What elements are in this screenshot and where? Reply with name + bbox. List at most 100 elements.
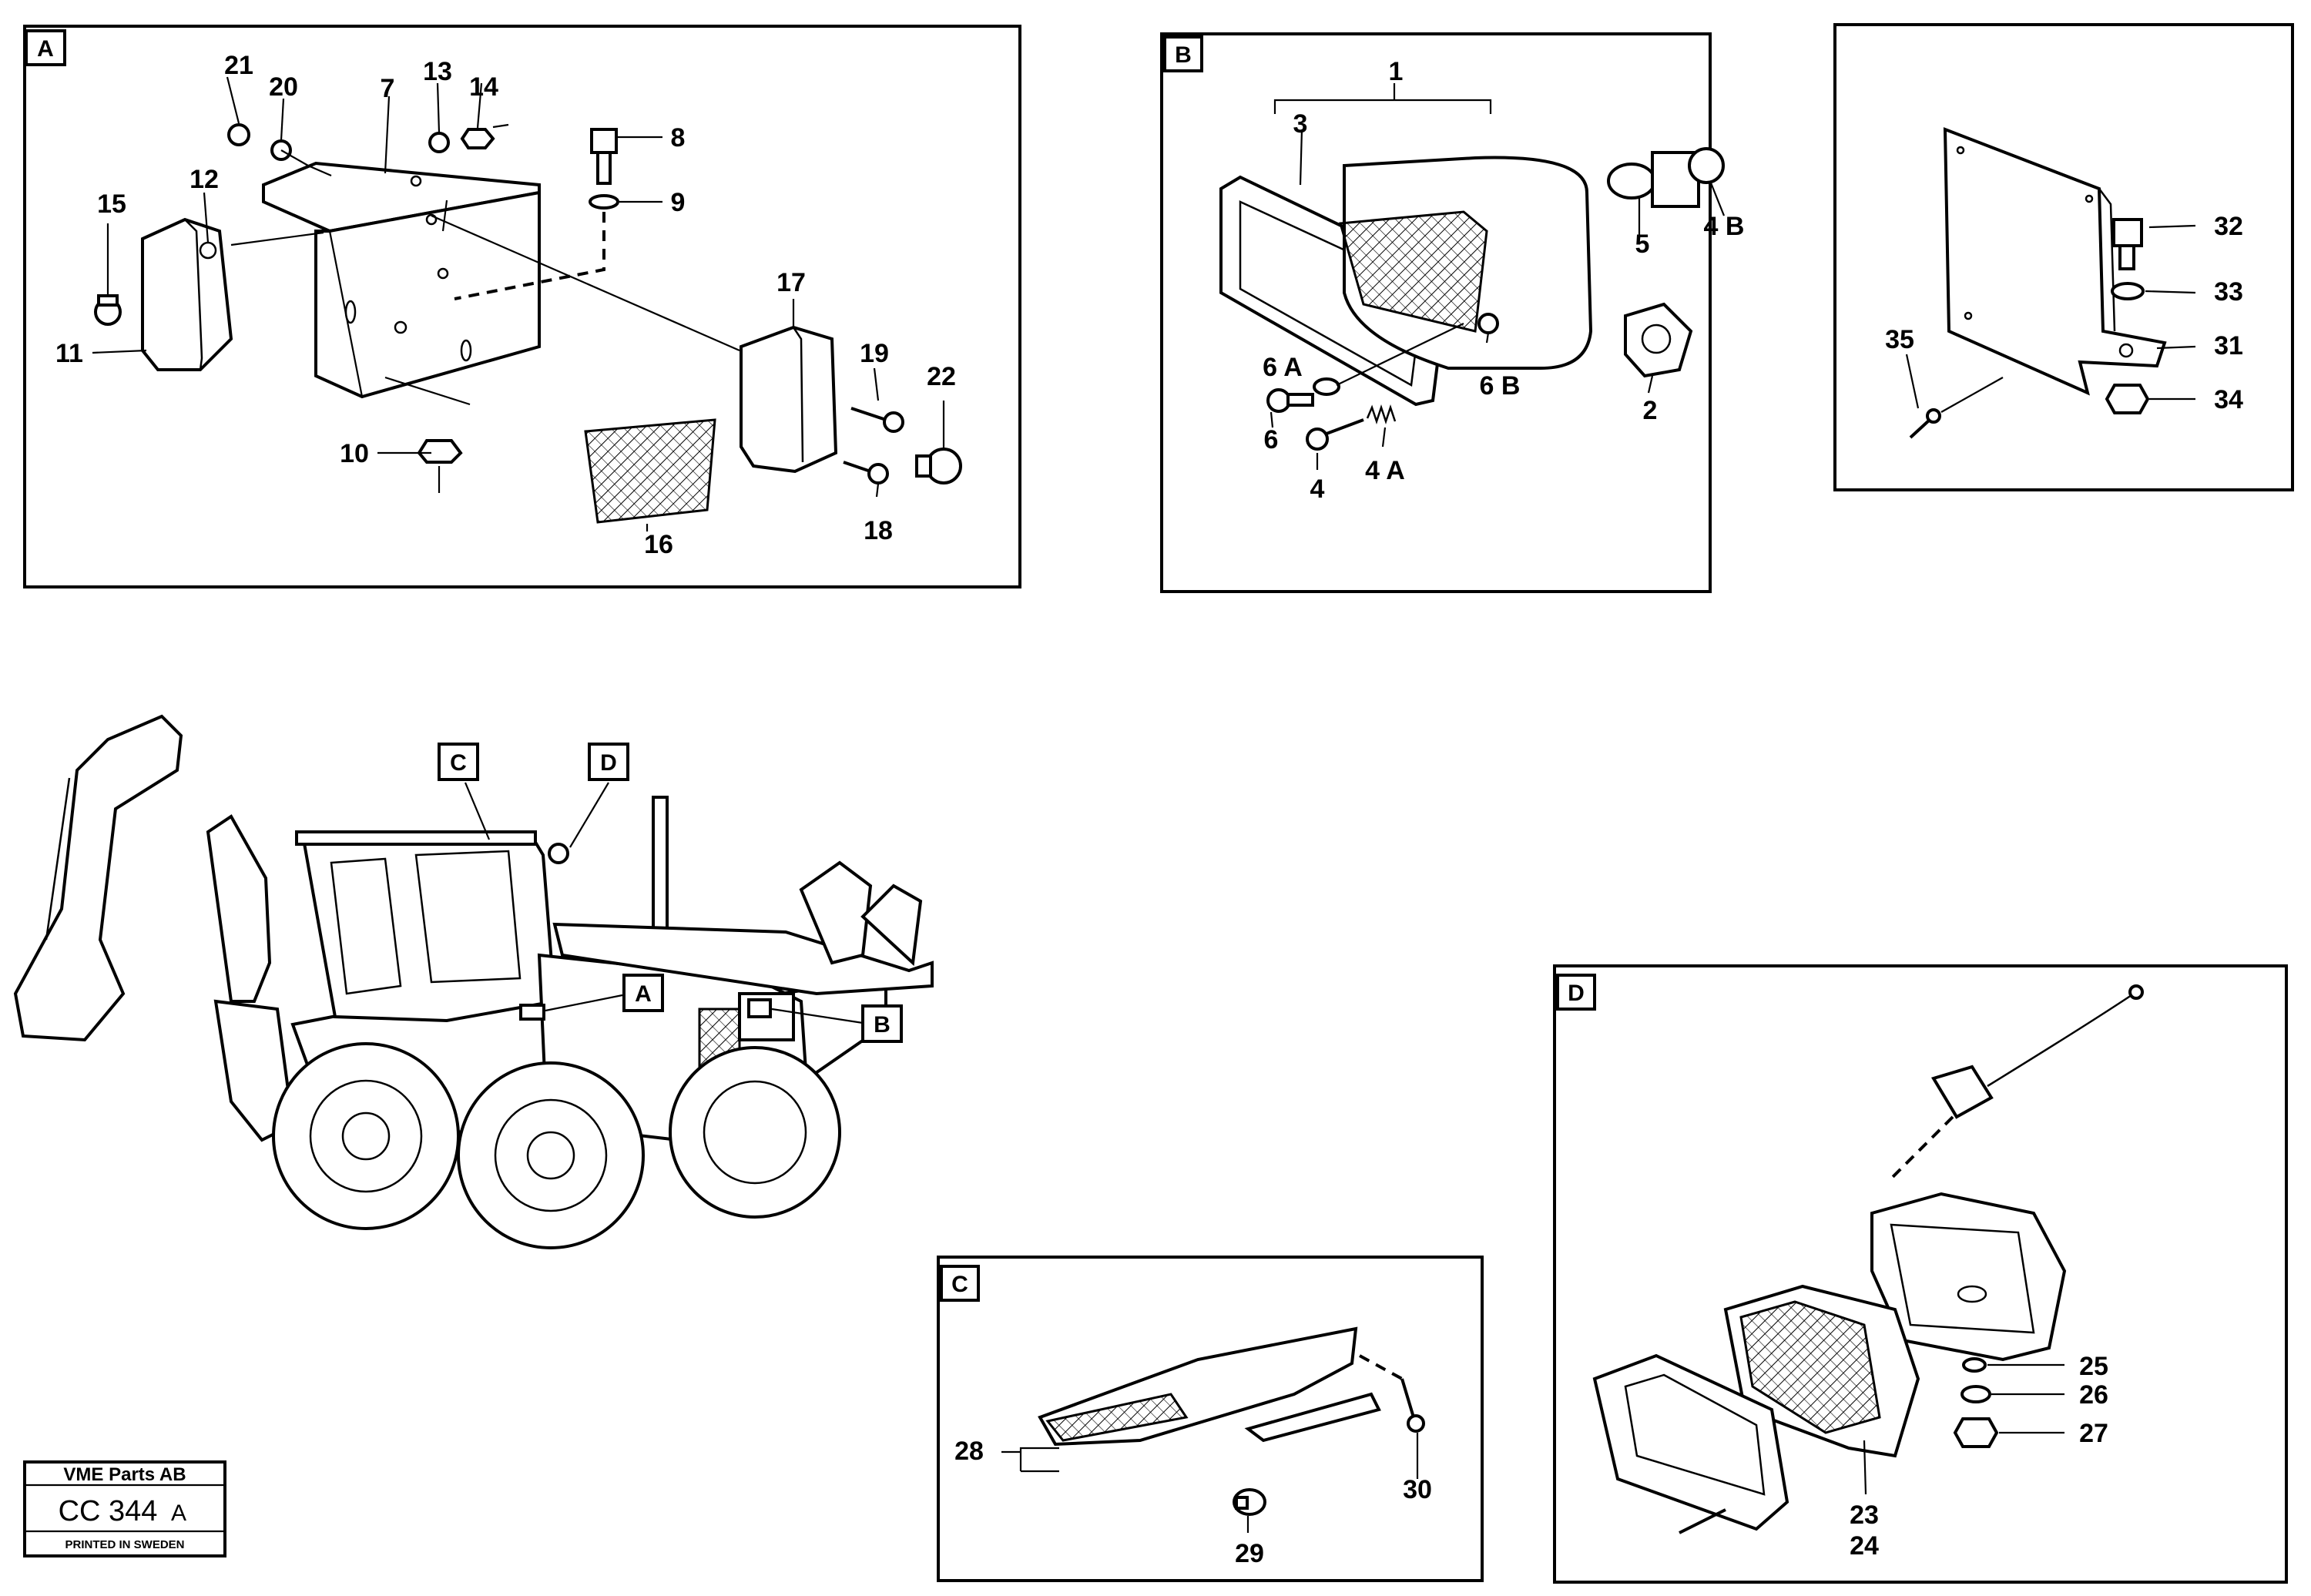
cable-connector: [1890, 984, 2144, 1180]
reflector: [584, 418, 716, 524]
work-light-rim: [1592, 1353, 1789, 1531]
machine-tag-a: A: [622, 974, 664, 1012]
callout-23: 23: [1850, 1500, 1879, 1530]
title-block-frame: [23, 1460, 226, 1557]
bolt-8: [590, 128, 618, 185]
bulb-22: [915, 448, 962, 484]
bolt-32: [2112, 218, 2143, 270]
rivet-35: [1909, 408, 1941, 439]
panel-a-frame: [23, 25, 1021, 588]
panel-c-tag-box: [940, 1265, 980, 1302]
callout-22: 22: [927, 362, 956, 391]
panel-d-callouts: 25 26 27 23 24: [1850, 1352, 2108, 1561]
callout-11: 11: [55, 339, 83, 368]
callout-24: 24: [1850, 1531, 1879, 1561]
panel-c-callouts: 28 30 29: [954, 1437, 1432, 1568]
work-light-housing: [1870, 1192, 2067, 1362]
callout-34: 34: [2214, 385, 2243, 414]
headlamp-housing: [1339, 156, 1593, 370]
panel-plate-frame: [1833, 23, 2294, 491]
panel-a-callouts: 21 20 7 13 14 8 9 15 12 11 10 16 17 19 1…: [55, 51, 956, 559]
screw-18: [843, 461, 889, 484]
panel-b-callouts: 1 3 5 4 B 2 6 A 6 B 6 4 4 A: [1263, 57, 1744, 504]
panel-a-leaders: [92, 76, 945, 531]
callout-31: 31: [2214, 331, 2243, 360]
callout-30: 30: [1403, 1475, 1432, 1504]
screw-6: [1266, 388, 1314, 413]
callout-25: 25: [2079, 1352, 2108, 1381]
callout-15: 15: [97, 189, 126, 219]
panel-b: B: [1160, 32, 1744, 593]
title-block-revision: A: [171, 1500, 186, 1526]
callout-8: 8: [671, 123, 686, 153]
callout-20: 20: [269, 72, 298, 102]
rear-lamp: [141, 217, 233, 371]
callout-2: 2: [1643, 396, 1658, 425]
title-block-printed: PRINTED IN SWEDEN: [65, 1538, 184, 1551]
callout-12: 12: [190, 165, 219, 194]
washer-13: [428, 132, 450, 153]
lamp-a-position: [519, 1004, 545, 1021]
washer-26: [1960, 1385, 1991, 1403]
lamp-b-position: [747, 998, 772, 1018]
callout-26: 26: [2079, 1380, 2108, 1410]
bulb-holder: [1624, 302, 1693, 378]
nut-14: [460, 128, 495, 149]
panel-d-tag: D: [1568, 981, 1585, 1006]
backhoe-loader: C D A B: [13, 714, 934, 1249]
panel-c: C 28 30 29: [937, 1256, 1484, 1582]
callout-13: 13: [423, 57, 452, 86]
callout-32: 32: [2214, 212, 2243, 241]
panel-d-frame: [1553, 964, 2288, 1584]
stud-25: [1962, 1357, 1987, 1373]
mounting-plate: [1943, 127, 2167, 396]
panel-c-leaders: [1001, 1354, 1419, 1533]
title-block-company: VME Parts AB: [63, 1464, 186, 1485]
nut-27: [1953, 1417, 1999, 1448]
callout-5: 5: [1635, 230, 1650, 259]
washer-33: [2111, 282, 2145, 300]
callout-19: 19: [860, 339, 889, 368]
callout-28: 28: [954, 1437, 984, 1466]
svg-text:B: B: [874, 1012, 891, 1038]
panel-b-frame: [1160, 32, 1712, 593]
callout-9: 9: [671, 188, 686, 217]
washer-21: [227, 123, 250, 146]
panel-a-tag-box: [25, 29, 66, 66]
callout-18: 18: [864, 516, 893, 545]
callout-17: 17: [776, 268, 806, 297]
panel-d: D: [1553, 964, 2288, 1584]
panel-plate: 32 33 31 34 35: [1833, 23, 2294, 491]
screw-4: [1306, 418, 1364, 451]
bulb-29: [1233, 1488, 1266, 1516]
washer-9: [589, 194, 619, 210]
callout-6a: 6 A: [1263, 353, 1303, 382]
panel-c-frame: [937, 1256, 1484, 1582]
callout-4a: 4 A: [1365, 456, 1405, 485]
panel-a-tag: A: [37, 36, 54, 62]
callout-27: 27: [2079, 1419, 2108, 1448]
title-block-code: CC 344: [59, 1495, 158, 1527]
washer-6a: [1313, 377, 1340, 396]
svg-text:C: C: [450, 750, 467, 776]
work-light-d: [548, 843, 569, 864]
callout-10: 10: [340, 439, 369, 468]
callout-29: 29: [1235, 1539, 1264, 1568]
title-block: VME Parts AB CC 344 A PRINTED IN SWEDEN: [23, 1460, 226, 1557]
front-wheel: [669, 1046, 841, 1219]
side-lamp: [740, 325, 838, 474]
callout-6b: 6 B: [1480, 371, 1521, 401]
mid-wheel: [457, 1061, 645, 1249]
panel-a: A: [23, 25, 1021, 588]
panel-c-tag: C: [951, 1272, 968, 1297]
screw-19: [850, 407, 904, 433]
callout-6: 6: [1264, 425, 1279, 454]
callout-3: 3: [1293, 109, 1308, 139]
panel-plate-leaders: [1905, 224, 2196, 413]
callout-14: 14: [469, 72, 498, 102]
screw-23: [1679, 1508, 1726, 1534]
callout-7: 7: [381, 74, 395, 103]
callout-4: 4: [1310, 474, 1325, 504]
panel-b-tag-box: [1163, 35, 1203, 72]
svg-text:D: D: [600, 750, 617, 776]
